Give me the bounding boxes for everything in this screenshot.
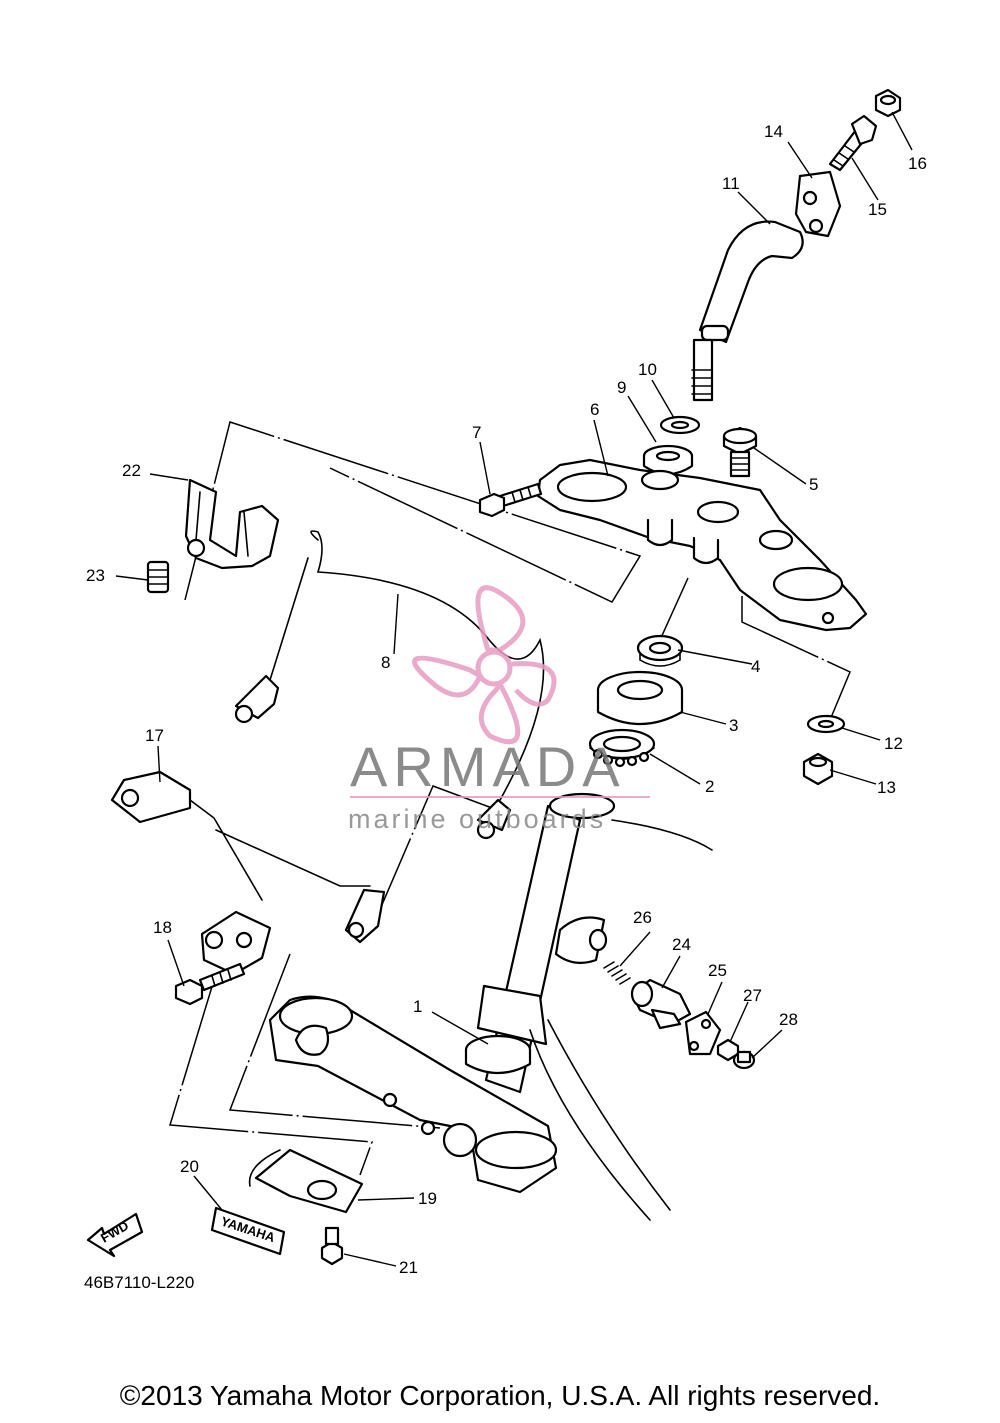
nut-16 <box>874 88 902 118</box>
reference-line-19 <box>169 979 374 1176</box>
callout-5: 5 <box>809 475 818 494</box>
callout-1: 1 <box>413 997 422 1016</box>
copyright-notice: ©2013 Yamaha Motor Corporation, U.S.A. A… <box>119 1380 881 1411</box>
reference-line-20 <box>228 953 441 1129</box>
reference-line-8 <box>371 785 493 929</box>
callout-12: 12 <box>884 734 903 753</box>
diagram-code: 46B7110-L220 <box>84 1273 194 1292</box>
bracket-22 <box>184 478 280 570</box>
callout-17: 17 <box>145 726 164 745</box>
decal-20: YAMAHA <box>210 1206 286 1256</box>
callout-6: 6 <box>590 400 599 419</box>
bolt-21 <box>320 1226 344 1266</box>
bearing-cover-3 <box>596 670 684 726</box>
reference-line-12 <box>741 596 851 721</box>
bolt-15 <box>828 114 878 172</box>
callout-4: 4 <box>751 657 760 676</box>
callout-13: 13 <box>877 778 896 797</box>
watermark-divider <box>350 796 650 798</box>
callout-3: 3 <box>729 716 738 735</box>
bolt-18 <box>174 962 246 1006</box>
callout-numbers: 1 2 3 4 5 6 7 8 9 10 11 12 13 14 15 16 1… <box>86 122 927 1277</box>
callout-27: 27 <box>743 986 762 1005</box>
upper-bracket-6 <box>536 458 868 632</box>
rivet-28 <box>732 1050 756 1070</box>
callout-10: 10 <box>638 360 657 379</box>
callout-25: 25 <box>708 961 727 980</box>
watermark: ARMADA marine outboards <box>348 585 650 834</box>
callout-22: 22 <box>122 461 141 480</box>
callout-16: 16 <box>908 154 927 173</box>
callout-24: 24 <box>672 935 691 954</box>
frame-outline-lower <box>529 1019 671 1221</box>
cover-25 <box>684 1010 722 1056</box>
callout-15: 15 <box>868 200 887 219</box>
fwd-arrow-icon: FWD <box>86 1212 144 1258</box>
callout-14: 14 <box>764 122 783 141</box>
upper-stay-11 <box>691 220 804 402</box>
propeller-logo-icon <box>412 585 557 745</box>
callout-7: 7 <box>472 423 481 442</box>
frame-outline <box>611 819 713 851</box>
watermark-tagline: marine outboards <box>348 804 606 834</box>
steering-stem-1 <box>268 792 616 1194</box>
reference-line-4 <box>659 577 689 641</box>
headlight-stay-17 <box>110 770 386 976</box>
callout-28: 28 <box>779 1010 798 1029</box>
callout-18: 18 <box>153 918 172 937</box>
callout-21: 21 <box>399 1258 418 1277</box>
callout-9: 9 <box>617 378 626 397</box>
callout-20: 20 <box>180 1157 199 1176</box>
cable-8 <box>234 530 545 840</box>
reference-line-22 <box>184 421 642 603</box>
nut-13 <box>802 752 834 786</box>
clamp-14 <box>794 170 842 238</box>
bolt-7 <box>478 482 543 518</box>
ring-nut-4 <box>636 634 684 667</box>
bolt-5 <box>722 426 758 478</box>
watermark-brand: ARMADA <box>350 735 626 798</box>
bracket-19 <box>248 1148 364 1214</box>
bushing-9 <box>642 444 694 476</box>
callout-26: 26 <box>633 908 652 927</box>
spring-26 <box>603 961 631 985</box>
lock-24 <box>630 978 692 1030</box>
callout-2: 2 <box>705 777 714 796</box>
leader-lines <box>115 111 913 1267</box>
callout-23: 23 <box>86 566 105 585</box>
callout-19: 19 <box>418 1189 437 1208</box>
callout-8: 8 <box>381 653 390 672</box>
bolt-23 <box>146 560 170 594</box>
bearing-2 <box>588 728 656 768</box>
callout-11: 11 <box>722 174 740 193</box>
